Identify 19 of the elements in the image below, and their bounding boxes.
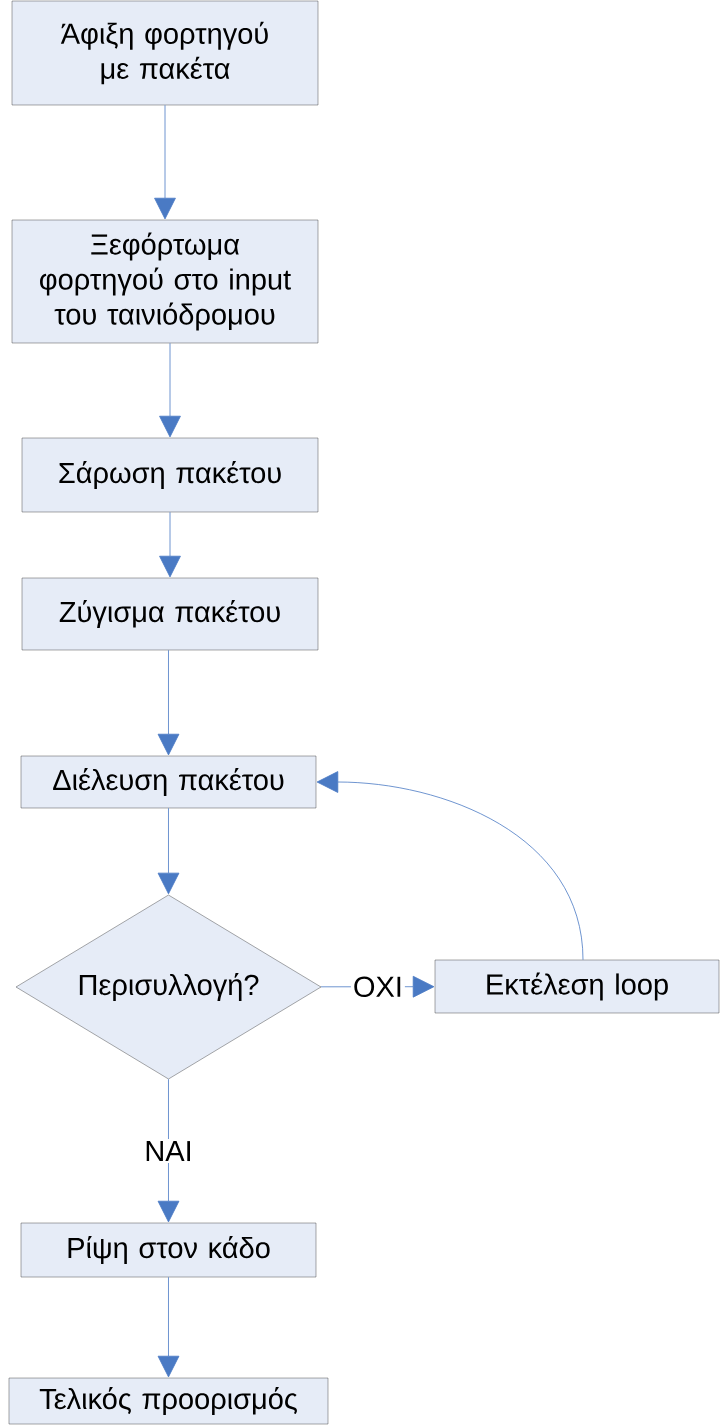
arrow — [154, 104, 176, 220]
process-box: Διέλευση πακέτου — [20, 755, 317, 809]
arrow — [320, 975, 435, 998]
process-box: Τελικός προορισμός — [8, 1377, 329, 1425]
arrow — [159, 511, 181, 578]
arrow — [316, 771, 584, 961]
edge-label: ΝΑΙ — [142, 1139, 195, 1164]
process-box: Ξεφόρτωμα φορτηγού στο input του ταινιόδρομου — [11, 219, 319, 344]
arrow — [157, 1276, 180, 1378]
arrow — [157, 649, 180, 756]
process-box: Άφιξη φορτηγού με πακέτα — [11, 0, 319, 106]
arrow — [159, 342, 181, 438]
process-box: Ρίψη στον κάδο — [20, 1222, 317, 1278]
arrow — [157, 1078, 180, 1223]
process-box: Εκτέλεση loop — [434, 959, 720, 1014]
arrow — [157, 807, 180, 895]
process-box: Σάρωση πακέτου — [21, 437, 319, 513]
edge-label: ΟΧΙ — [350, 974, 405, 999]
process-box: Ζύγισμα πακέτου — [21, 577, 319, 651]
